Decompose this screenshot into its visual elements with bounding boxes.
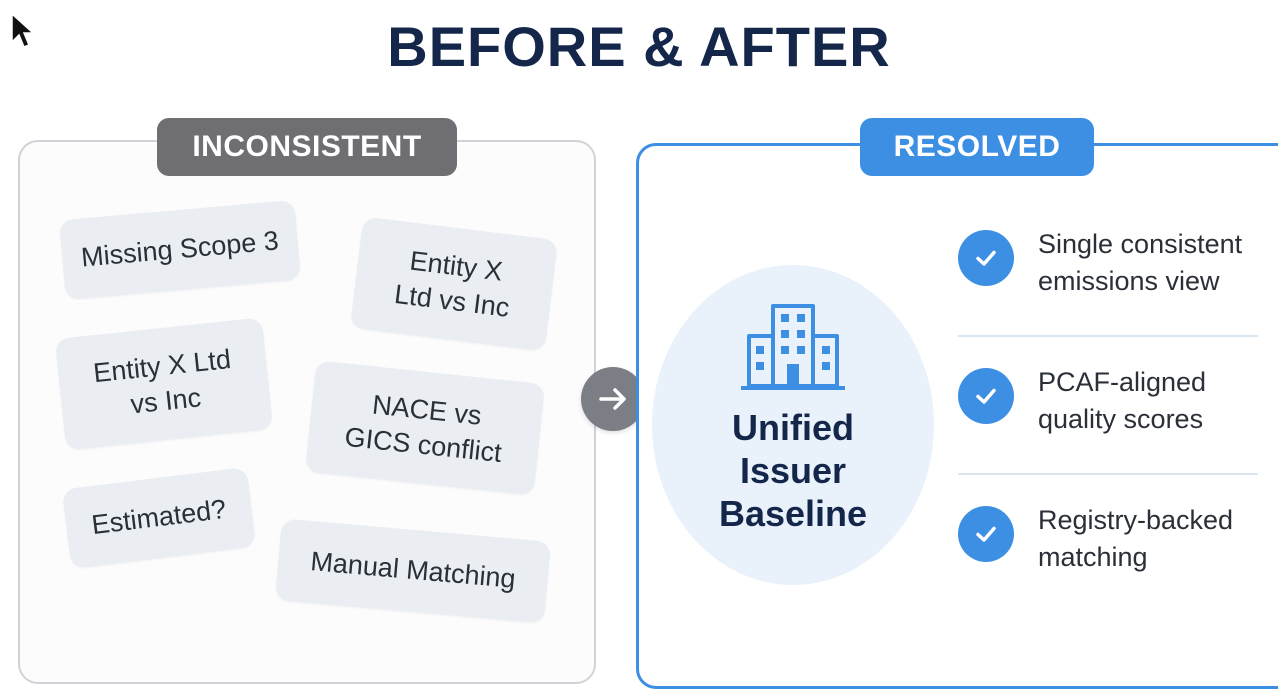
check-icon [958,506,1014,562]
mouse-cursor-icon [11,12,35,48]
issue-chip-nace-gics: NACE vs GICS conflict [304,360,546,496]
feature-line: Single consistent [1038,229,1243,259]
feature-divider [958,473,1258,475]
check-icon [958,368,1014,424]
resolved-tag: RESOLVED [860,118,1094,176]
feature-line: emissions view [1038,266,1220,296]
baseline-circle [652,265,934,585]
issue-chip-entity-x-ltd: Entity X Ltd vs Inc [54,317,274,451]
feature-line: matching [1038,542,1148,572]
feature-divider [958,335,1258,337]
building-icon [741,304,845,390]
baseline-label-line: Unified [732,407,854,448]
chip-line: Missing Scope 3 [79,225,280,274]
transition-arrow [581,367,645,431]
feature-line: Registry-backed [1038,505,1234,535]
inconsistent-tag: INCONSISTENT [157,118,457,176]
baseline-label: Unified Issuer Baseline [652,406,934,535]
check-icon [958,230,1014,286]
chip-line: Estimated? [90,494,228,541]
issue-chip-entity-x: Entity X Ltd vs Inc [349,216,559,352]
arrow-right-icon [599,388,626,410]
page-title: BEFORE & AFTER [387,15,891,78]
baseline-label-line: Baseline [718,493,868,534]
feature-line: PCAF-aligned [1038,367,1207,397]
chip-line: Manual Matching [309,546,517,595]
feature-line: quality scores [1038,404,1204,434]
baseline-label-line: Issuer [739,450,847,491]
